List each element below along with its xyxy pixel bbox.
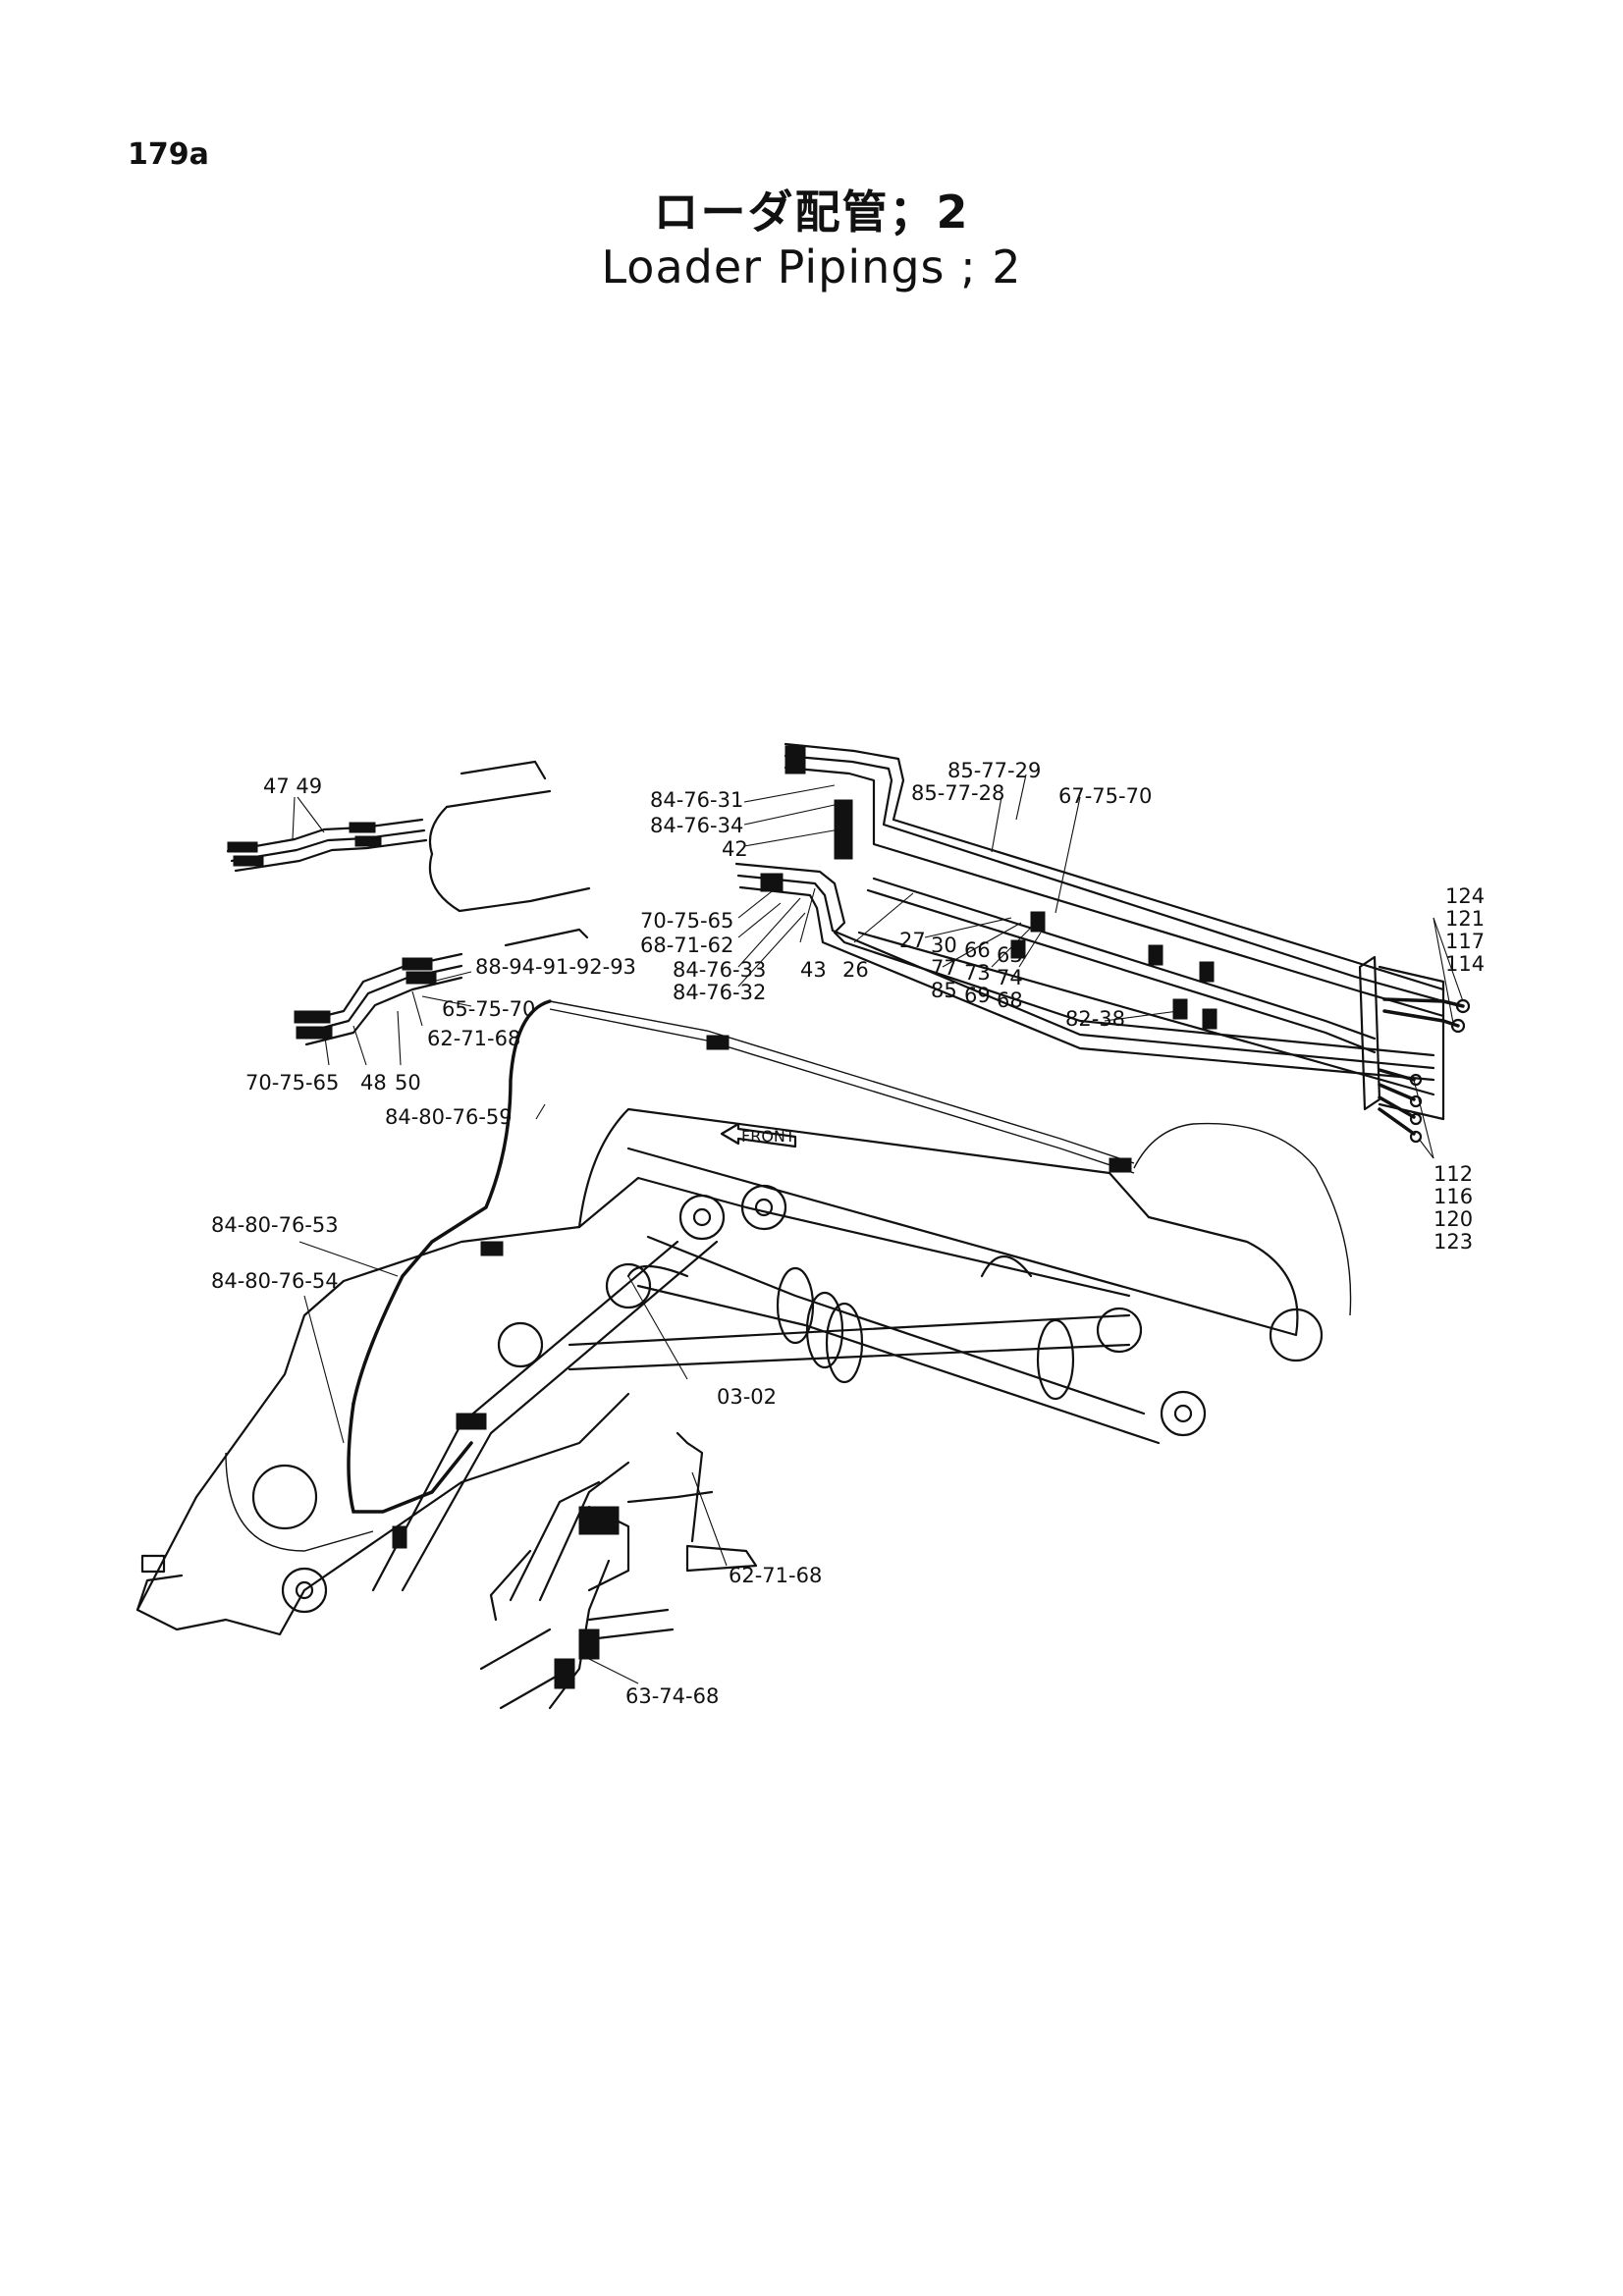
callout-84-76-32: 84-76-32 xyxy=(673,981,766,1004)
coupler xyxy=(578,1629,600,1660)
callout-74: 74 xyxy=(997,966,1023,989)
clamp xyxy=(1030,911,1046,933)
clamp xyxy=(1172,998,1188,1020)
callout-82-38: 82-38 xyxy=(1065,1007,1125,1031)
callout-121: 121 xyxy=(1445,907,1485,931)
callout-63-74-68: 63-74-68 xyxy=(625,1684,719,1708)
callout-70-75-65-left: 70-75-65 xyxy=(245,1071,339,1095)
callout-65-75-70: 65-75-70 xyxy=(442,997,535,1021)
pivot-pin xyxy=(281,1567,328,1614)
boom-assembly: FRONT xyxy=(135,999,1352,1636)
clamp xyxy=(480,1241,504,1256)
joint-block xyxy=(760,873,784,892)
callout-03-02: 03-02 xyxy=(717,1385,777,1409)
callout-114: 114 xyxy=(1445,952,1485,976)
callout-84-76-33: 84-76-33 xyxy=(673,958,766,982)
pivot-pin xyxy=(678,1194,726,1241)
valve-block xyxy=(578,1506,620,1535)
callout-27: 27 xyxy=(899,929,926,952)
callout-48: 48 xyxy=(360,1071,387,1095)
coupler xyxy=(233,855,264,867)
leader-lines xyxy=(292,774,1464,1684)
detail-view-bottom xyxy=(479,1431,758,1710)
pivot-pin xyxy=(740,1184,787,1231)
callout-47-49: 47 49 xyxy=(263,774,322,798)
coupler xyxy=(294,1010,331,1024)
clamp xyxy=(1202,1008,1217,1030)
callout-26: 26 xyxy=(842,958,869,982)
callout-69: 69 xyxy=(964,984,991,1007)
pivot-pin xyxy=(1269,1308,1324,1362)
clamp xyxy=(706,1035,730,1050)
coupler xyxy=(354,835,382,847)
clamp xyxy=(1148,944,1163,966)
callout-84-80-76-59: 84-80-76-59 xyxy=(385,1105,513,1129)
callout-67-75-70: 67-75-70 xyxy=(1058,784,1152,808)
callout-116: 116 xyxy=(1434,1185,1473,1208)
joint-block xyxy=(834,799,853,860)
callout-85-77-28: 85-77-28 xyxy=(911,781,1004,805)
callout-120: 120 xyxy=(1434,1207,1473,1231)
callout-84-80-76-53: 84-80-76-53 xyxy=(211,1213,339,1237)
callout-124: 124 xyxy=(1445,884,1485,908)
callout-88-94-91-92-93: 88-94-91-92-93 xyxy=(475,955,636,979)
coupler xyxy=(227,841,258,853)
callout-123: 123 xyxy=(1434,1230,1473,1254)
callout-77: 77 xyxy=(931,956,957,980)
callout-85-77-29: 85-77-29 xyxy=(947,759,1041,782)
pivot-pin xyxy=(251,1464,318,1530)
callout-labels: 47 49 84-76-31 84-76-34 42 85-77-29 85-7… xyxy=(211,759,1485,1708)
callout-68-71-62: 68-71-62 xyxy=(640,934,733,957)
callout-50: 50 xyxy=(395,1071,421,1095)
callout-62-71-68-bottom: 62-71-68 xyxy=(729,1564,822,1587)
callout-117: 117 xyxy=(1445,930,1485,953)
page-number: 179a xyxy=(128,137,209,172)
front-direction-arrow: FRONT xyxy=(720,1122,797,1148)
callout-66: 66 xyxy=(964,938,991,962)
coupler xyxy=(402,957,433,971)
callout-68: 68 xyxy=(997,988,1023,1012)
clamp xyxy=(456,1413,487,1430)
boom-end-stub xyxy=(428,760,591,947)
joint-block xyxy=(784,745,806,774)
clamp xyxy=(1109,1157,1132,1173)
fitting-group-47-49 xyxy=(226,818,428,873)
callout-112: 112 xyxy=(1434,1162,1473,1186)
coupler xyxy=(296,1026,333,1040)
title-english: Loader Pipings ; 2 xyxy=(601,240,1022,294)
clamp xyxy=(1199,961,1215,983)
coupler xyxy=(349,822,376,833)
callout-84-80-76-54: 84-80-76-54 xyxy=(211,1269,339,1293)
fitting-group-48-50 xyxy=(294,952,463,1046)
callout-43: 43 xyxy=(800,958,827,982)
coupler xyxy=(554,1658,575,1689)
callout-85: 85 xyxy=(931,979,957,1002)
clamp xyxy=(392,1525,407,1549)
callout-63: 63 xyxy=(997,943,1023,967)
callout-73: 73 xyxy=(964,961,991,985)
callout-70-75-65-top: 70-75-65 xyxy=(640,909,733,933)
upper-pipe-bundle xyxy=(734,742,1471,1144)
title-japanese: ローダ配管；2 xyxy=(653,186,970,239)
callout-84-76-31: 84-76-31 xyxy=(650,788,743,812)
callout-42: 42 xyxy=(722,837,748,861)
callout-62-71-68-left: 62-71-68 xyxy=(427,1027,520,1050)
front-label: FRONT xyxy=(741,1127,795,1146)
callout-30: 30 xyxy=(931,934,957,957)
callout-84-76-34: 84-76-34 xyxy=(650,814,743,837)
coupler xyxy=(406,971,437,985)
